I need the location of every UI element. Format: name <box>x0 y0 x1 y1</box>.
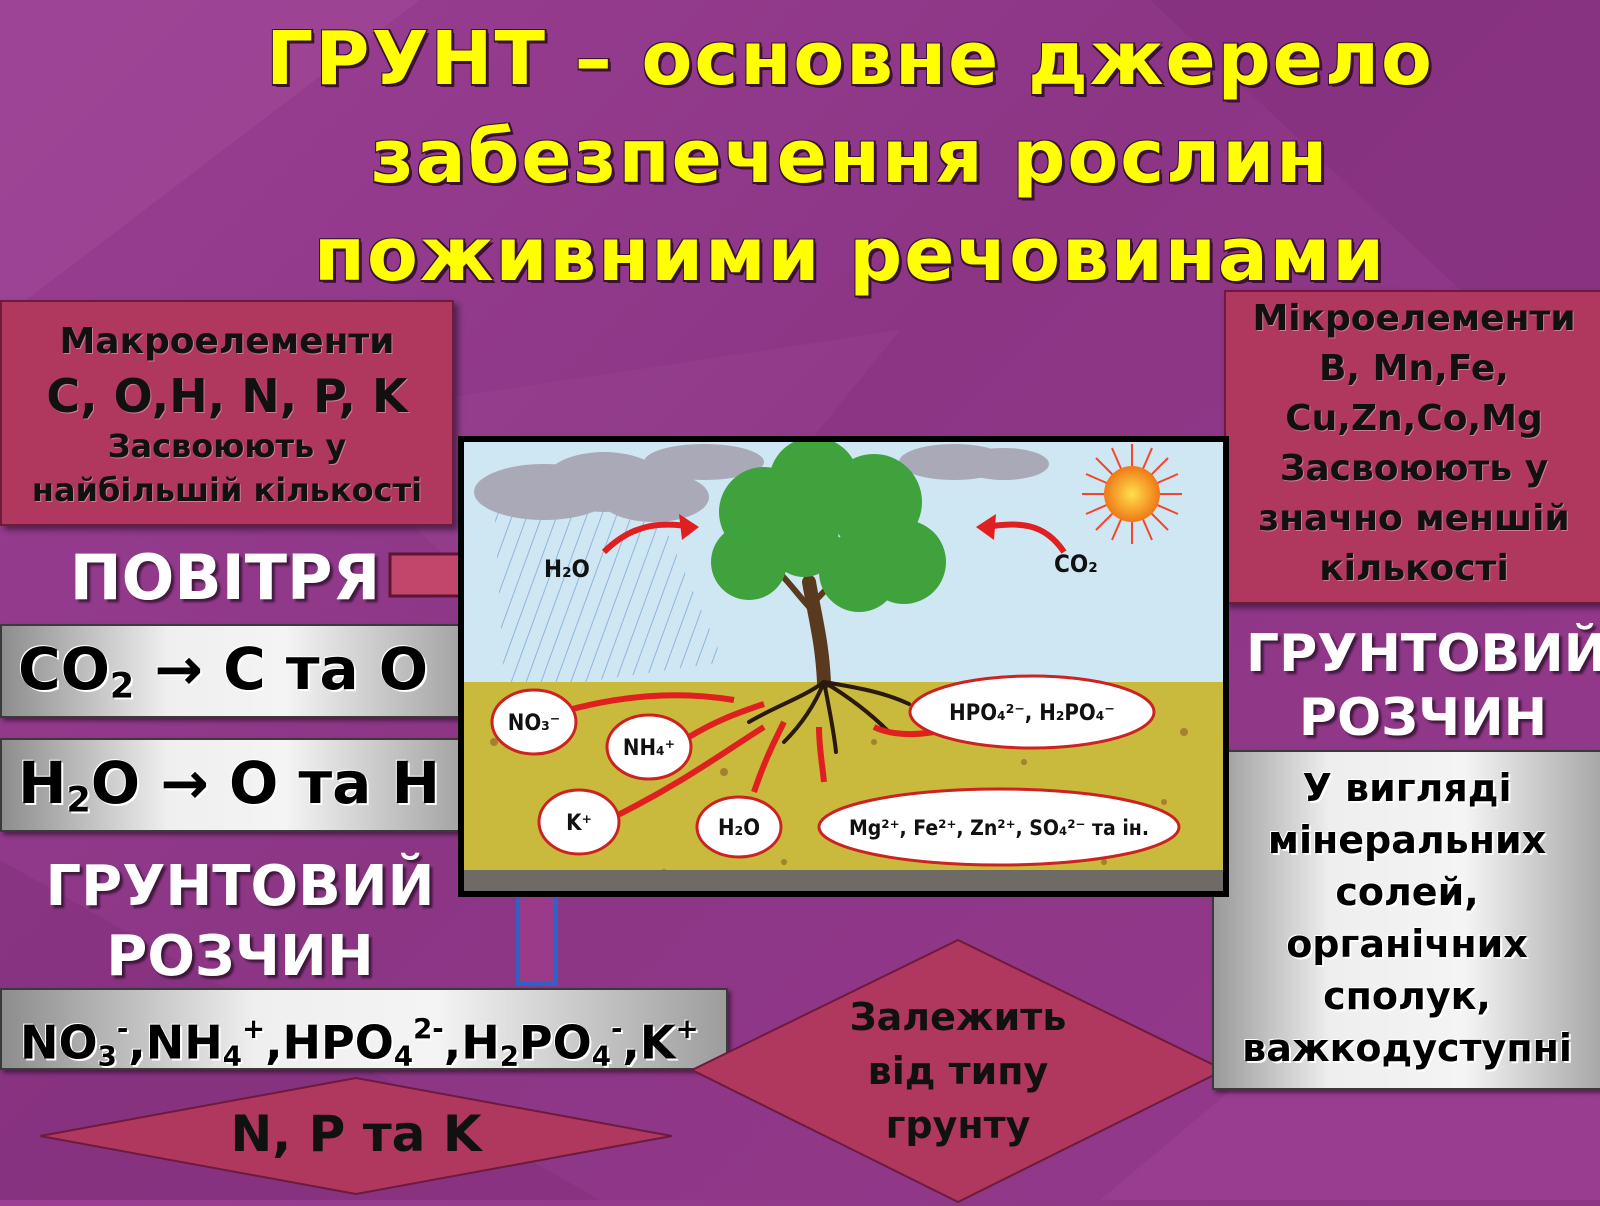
ion-no3-sub: 3 <box>97 1039 117 1073</box>
microelements-box: Мікроелементи B, Mn,Fe, Cu,Zn,Co,Mg Засв… <box>1224 290 1600 604</box>
cloud-right <box>899 444 1049 480</box>
mineral-line1: У вигляді <box>1302 766 1512 810</box>
ion-no3: NO <box>20 1015 98 1070</box>
h2o-equation: H2O → O та H <box>0 738 478 832</box>
ion-h2po4-h: ,H <box>443 1015 500 1070</box>
left-soil-line1: ГРУНТОВИЙ <box>45 854 435 919</box>
macro-line3: Засвоюють у <box>107 427 347 465</box>
macro-elements: C, O,H, N, P, K <box>46 369 408 423</box>
h2o-eq-a: H <box>18 749 67 817</box>
ion-h2po4-sub1: 2 <box>499 1039 519 1073</box>
right-soil-line1: ГРУНТОВИЙ <box>1246 624 1600 684</box>
ion-h2po4-sup: - <box>610 1012 623 1045</box>
left-soil-solution-label: ГРУНТОВИЙ РОЗЧИН <box>30 852 450 992</box>
scene-svg: H₂O CO₂ NO₃⁻ NH₄⁺ K⁺ H₂O HPO₄²⁻, H₂PO₄⁻ … <box>464 442 1223 891</box>
ion-h2po4-sub2: 4 <box>591 1039 611 1073</box>
air-label: ПОВІТРЯ <box>69 541 381 614</box>
ion-h2po4-po: PO <box>518 1015 592 1070</box>
micro-line3: Cu,Zn,Co,Mg <box>1285 398 1543 439</box>
mineral-line3: солей, <box>1335 870 1479 914</box>
ion-no3-sup: - <box>116 1012 129 1045</box>
ion-ovals <box>490 674 1181 867</box>
micro-line4: Засвоюють у <box>1279 448 1549 489</box>
mineral-line4: органічних <box>1286 922 1528 966</box>
plant-nutrition-illustration: H₂O CO₂ NO₃⁻ NH₄⁺ K⁺ H₂O HPO₄²⁻, H₂PO₄⁻ … <box>458 436 1229 897</box>
title-line-1: ГРУНТ – основне джерело <box>266 16 1434 102</box>
h2o-eq-sub: 2 <box>66 780 91 821</box>
ion-nh4-sup: + <box>241 1012 266 1045</box>
stones <box>464 870 1223 891</box>
cloud-left <box>474 444 764 522</box>
macro-line4: найбільшій кількості <box>31 471 423 509</box>
soil-arrows <box>543 692 935 820</box>
scene-no3: NO₃⁻ <box>508 711 561 736</box>
ion-nh4-sub: 4 <box>222 1039 242 1073</box>
macroelements-box: Макроелементи C, O,H, N, P, K Засвоюють … <box>0 300 454 526</box>
right-soil-line2: РОЗЧИН <box>1298 688 1548 748</box>
co2-equation: CO2 → C та O <box>0 624 478 718</box>
rain <box>494 502 724 682</box>
scene-co2-air: CO₂ <box>1054 550 1098 578</box>
tree-crown <box>711 442 946 612</box>
scene-metals: Mg²⁺, Fe²⁺, Zn²⁺, SO₄²⁻ та ін. <box>849 816 1149 840</box>
arrow-head-co2 <box>976 514 996 540</box>
co2-eq-sub: 2 <box>109 666 135 707</box>
npk-diamond-text: N, P та K <box>230 1105 482 1163</box>
ion-hpo4-sup: 2- <box>413 1012 444 1045</box>
h2o-eq-rest: O → O та H <box>90 749 441 817</box>
ion-k: ,K <box>622 1015 676 1070</box>
depends-line2: від типу <box>867 1049 1049 1093</box>
micro-line2: B, Mn,Fe, <box>1318 348 1509 389</box>
scene-phosphates: HPO₄²⁻, H₂PO₄⁻ <box>949 701 1115 726</box>
arrow-head-h2o <box>679 514 699 540</box>
mineral-line5: сполук, <box>1323 974 1491 1018</box>
ion-k-sup: + <box>675 1012 699 1045</box>
depends-diamond-text: Залежить від типу грунту <box>688 990 1228 1152</box>
ion-nh4: ,NH <box>128 1015 223 1070</box>
tree-roots <box>747 680 911 754</box>
soil-ions-bar: NO3-,NH4+,HPO42-,H2PO4-,K+ <box>0 988 728 1073</box>
micro-line6: кількості <box>1319 548 1509 589</box>
sun-icon <box>1082 444 1182 544</box>
mineral-line2: мінеральних <box>1267 818 1547 862</box>
micro-heading: Мікроелементи <box>1252 298 1576 339</box>
scene-nh4: NH₄⁺ <box>623 736 675 761</box>
title-line-2: забезпечення рослин <box>370 114 1330 200</box>
mineral-salts-box: У вигляді мінеральних солей, органічних … <box>1212 750 1600 1090</box>
depends-line3: грунту <box>885 1103 1031 1147</box>
page-title: ГРУНТ – основне джерело забезпечення рос… <box>240 10 1460 304</box>
co2-eq-a: CO <box>18 635 110 703</box>
ion-hpo4-sub: 4 <box>393 1039 414 1073</box>
macro-heading: Макроелементи <box>59 321 395 362</box>
npk-diamond-shape <box>39 1076 673 1196</box>
mineral-line6: важкодуступні <box>1242 1026 1572 1070</box>
right-soil-solution-label: ГРУНТОВИЙ РОЗЧИН <box>1246 622 1600 750</box>
co2-eq-rest: → C та O <box>134 635 429 703</box>
depends-line1: Залежить <box>849 995 1067 1039</box>
scene-k: K⁺ <box>566 811 592 836</box>
scene-h2o-soil: H₂O <box>718 816 760 841</box>
scene-h2o-air: H₂O <box>544 555 590 583</box>
title-line-3: поживними речовинами <box>313 212 1387 298</box>
left-soil-line2: РОЗЧИН <box>106 924 374 989</box>
micro-line5: значно меншій <box>1258 498 1570 539</box>
ion-hpo4: ,HPO <box>265 1015 394 1070</box>
